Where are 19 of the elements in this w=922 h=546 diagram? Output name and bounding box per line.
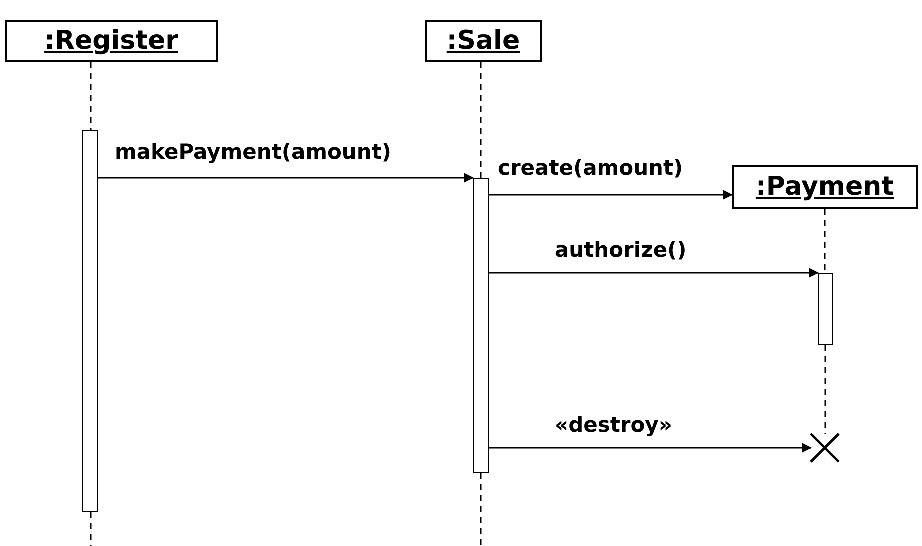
message-arrow: [489, 190, 733, 200]
activation-bar: [473, 178, 489, 473]
message-label: authorize(): [555, 238, 687, 262]
message-arrow: [98, 173, 474, 183]
destroy-mark: [810, 432, 840, 464]
message-arrow: [489, 268, 819, 278]
lifeline: [824, 209, 826, 273]
activation-bar: [818, 273, 833, 345]
object-box: :Payment: [732, 165, 918, 209]
message-label: «destroy»: [555, 413, 672, 437]
activation-bar: [82, 130, 98, 512]
message-label: create(amount): [498, 156, 684, 180]
object-box: :Register: [5, 20, 218, 62]
message-arrow: [489, 443, 812, 453]
message-label: makePayment(amount): [115, 140, 392, 164]
object-box: :Sale: [425, 20, 542, 62]
lifeline: [480, 62, 482, 178]
lifeline: [90, 62, 92, 130]
lifeline: [824, 345, 826, 434]
